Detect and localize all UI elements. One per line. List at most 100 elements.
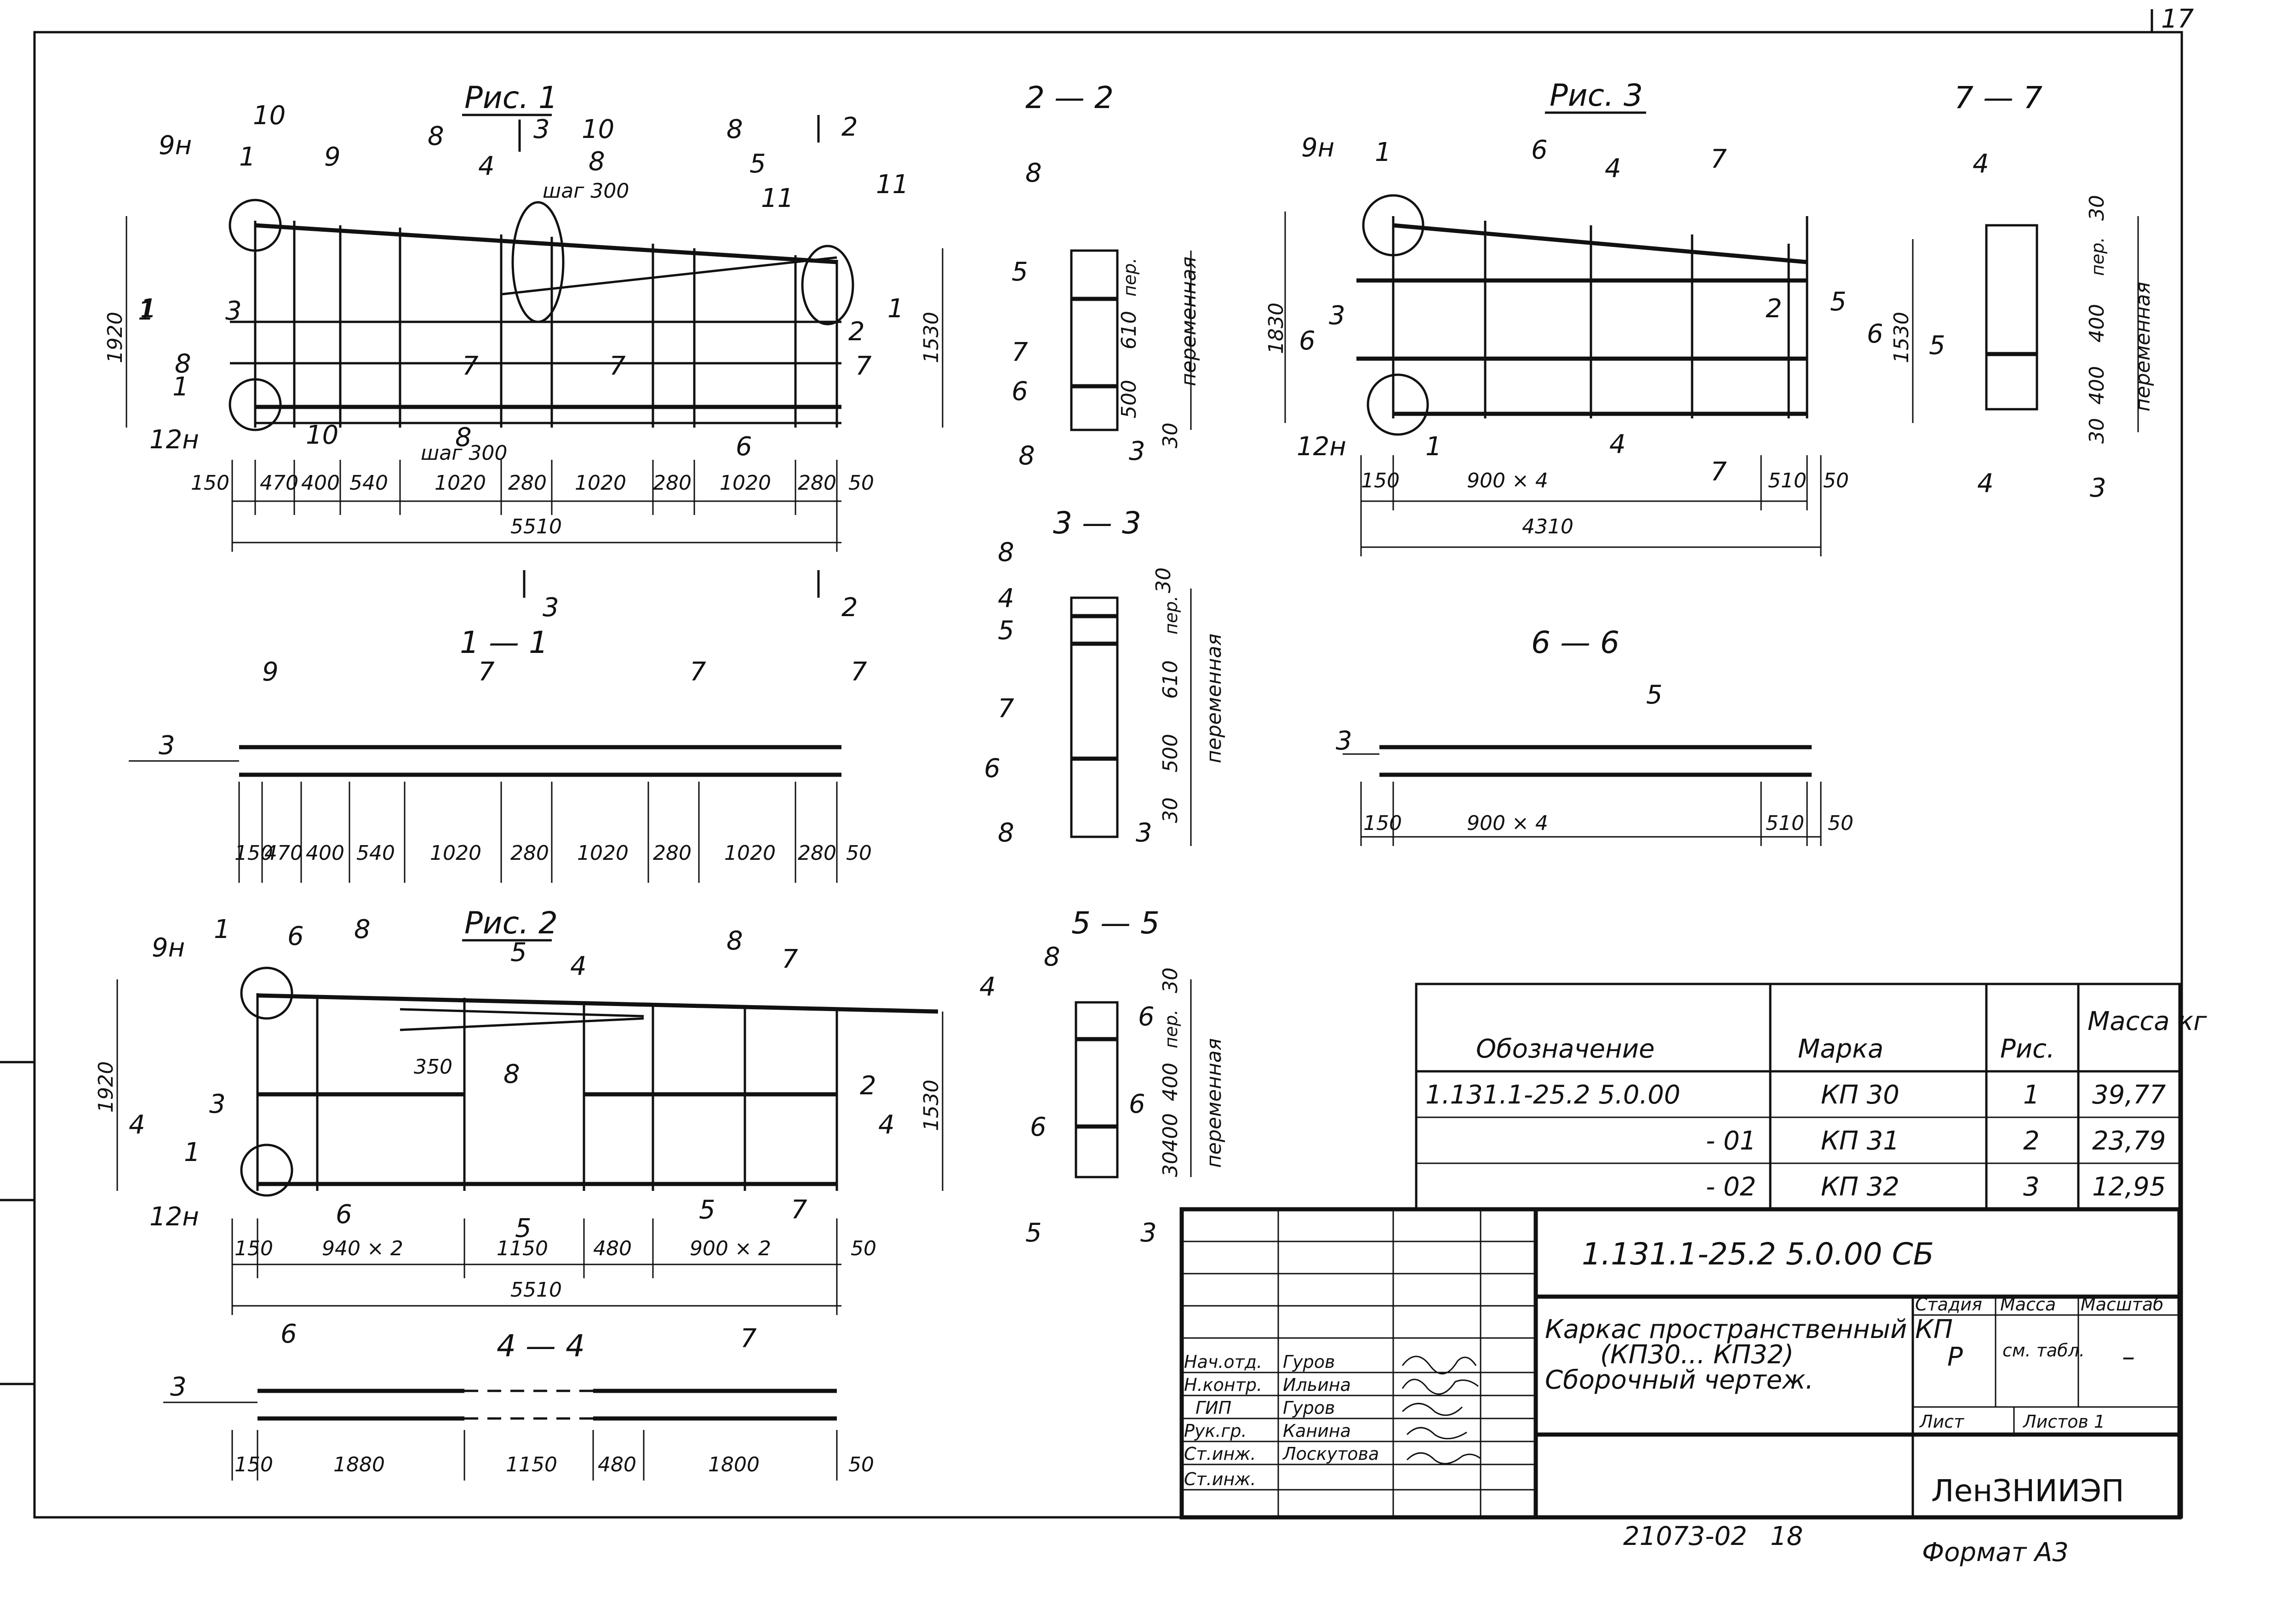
s22-label-7: 7 — [1012, 337, 1028, 367]
section-3-3: 3 — 3 8 4 5 7 6 8 3 30 пер. 610 500 30 п… — [984, 505, 1226, 848]
s77-label-5: 5 — [1929, 331, 1945, 360]
fig2-arrow-4-right: 4 — [878, 1110, 895, 1140]
fig3-label-4: 4 — [1605, 154, 1621, 183]
spec-table: Обозначение Марка Рис. Масса кг 1.131.1-… — [1415, 983, 2207, 1211]
s22-label-3: 3 — [1129, 436, 1145, 466]
fig1-dim-2: 400 — [301, 471, 340, 495]
fig1-label-1: 1 — [239, 142, 256, 172]
figure-3: Рис. 3 1830 1530 150 900 × 4 510 50 4310… — [1264, 78, 1914, 556]
fig2-height-left: 1920 — [94, 1061, 118, 1113]
fig3-dim-2: 510 — [1768, 469, 1807, 492]
sheet-number: 17 — [2161, 4, 2194, 34]
s11-title: 1 — 1 — [460, 625, 548, 660]
fig3-label-6-right: 6 — [1867, 319, 1883, 349]
fig1-dim-7: 280 — [653, 471, 692, 495]
fig1-label-step2: шаг 300 — [421, 441, 507, 465]
fig3-label-9n: 9н — [1301, 133, 1334, 163]
fig1-dim-3: 540 — [349, 471, 388, 495]
s33-dim-500: 500 — [1159, 734, 1182, 772]
fig3-label-5: 5 — [1830, 287, 1847, 317]
fig2-height-right: 1530 — [920, 1080, 943, 1131]
fig1-dim-6: 1020 — [575, 471, 626, 495]
s77-dim-400b: 400 — [2085, 366, 2109, 405]
s33-label-3: 3 — [1136, 818, 1152, 848]
fig2-label-6: 6 — [287, 921, 304, 951]
spec-row-2-mark: КП 32 — [1821, 1172, 1899, 1202]
s22-label-5: 5 — [1012, 257, 1028, 287]
s77-label-4a: 4 — [1973, 149, 1989, 179]
fig2-label-7b: 7 — [791, 1195, 807, 1225]
spec-header-fig: Рис. — [2000, 1034, 2055, 1064]
fig1-label-9: 9 — [324, 142, 341, 172]
s22-dim-30: 30 — [1159, 423, 1182, 448]
mass-value: см. табл. — [2002, 1340, 2085, 1361]
figure-2: Рис. 2 1920 1530 150 940 × 2 1150 480 — [94, 905, 944, 1315]
s33-dim-per: пер. — [1161, 596, 1181, 635]
s33-label-7: 7 — [998, 694, 1014, 724]
fig1-label-5: 5 — [749, 149, 766, 179]
fig1-dim-8: 1020 — [720, 471, 771, 495]
spec-row-0-fig: 1 — [2023, 1080, 2040, 1110]
s55-dim-30b: 30 — [1159, 1151, 1182, 1177]
fig3-dim-1: 900 × 4 — [1467, 469, 1548, 492]
s33-label-8a: 8 — [998, 538, 1014, 567]
staff-name-4: Лоскутова — [1282, 1444, 1379, 1464]
staff-name-0: Гуров — [1283, 1352, 1335, 1372]
fig3-label-6-left: 6 — [1299, 326, 1316, 356]
staff-role-5: Ст.инж. — [1184, 1469, 1256, 1489]
s66-label-5: 5 — [1646, 680, 1663, 710]
fig1-label-8a: 8 — [428, 121, 444, 151]
sheet-label: Лист — [1919, 1412, 1965, 1432]
s77-dim-per: пер. — [2088, 237, 2108, 276]
fig1-label-2: 2 — [848, 317, 865, 347]
fig1-label-11b: 11 — [876, 170, 909, 200]
fig1-label-9n: 9н — [159, 131, 192, 160]
s66-dim-2: 510 — [1766, 812, 1804, 835]
fig1-label-step: шаг 300 — [543, 179, 629, 203]
description-line-3: Сборочный чертеж. — [1545, 1365, 1813, 1395]
s77-label-4b: 4 — [1977, 469, 1994, 498]
fig2-label-1b: 1 — [184, 1138, 200, 1167]
s55-dim-per: пер. — [1161, 1010, 1181, 1048]
s33-title: 3 — 3 — [1053, 505, 1141, 541]
fig1-dim-1: 470 — [260, 471, 298, 495]
fig3-label-7-top: 7 — [1710, 144, 1727, 174]
s55-label-5: 5 — [1025, 1218, 1042, 1248]
fig1-label-1c: 1 — [172, 372, 189, 402]
spec-row-1-mass: 23,79 — [2092, 1126, 2166, 1156]
fig1-arrow-3-bottom: 3 — [543, 593, 559, 623]
spec-row-0-designation: 1.131.1-25.2 5.0.00 — [1425, 1080, 1681, 1110]
s77-note: переменная — [2131, 282, 2155, 412]
staff-name-2: Гуров — [1283, 1398, 1335, 1418]
fig1-label-7c: 7 — [855, 351, 872, 381]
fig2-label-2: 2 — [860, 1071, 876, 1101]
s22-label-8b: 8 — [1018, 441, 1035, 471]
spec-row-1-fig: 2 — [2023, 1126, 2040, 1156]
s55-label-8: 8 — [1044, 942, 1060, 972]
stage-label: Стадия — [1915, 1294, 1982, 1315]
s33-dim-30b: 30 — [1159, 797, 1182, 823]
section-5-5: 5 — 5 4 8 6 6 6 5 3 30 пер. 400 400 30 п… — [979, 905, 1226, 1248]
description-line-2: (КП30... КП32) — [1600, 1340, 1794, 1370]
fig3-label-7-bottom: 7 — [1710, 457, 1727, 487]
s33-note: переменная — [1202, 634, 1226, 763]
fig1-dim-4: 1020 — [435, 471, 486, 495]
s33-dim-610: 610 — [1159, 660, 1182, 699]
section-6-6: 6 — 6 5 3 150 900 × 4 510 50 — [1336, 625, 1853, 846]
fig1-label-10b: 10 — [582, 114, 614, 144]
spec-row-2-mass: 12,95 — [2092, 1172, 2166, 1202]
s22-label-6: 6 — [1012, 377, 1028, 406]
fig1-dim-9: 280 — [798, 471, 836, 495]
staff-role-4: Ст.инж. — [1184, 1444, 1256, 1464]
fig1-label-8e: 8 — [455, 423, 472, 452]
fig1-dim-10: 50 — [848, 471, 874, 495]
s55-label-6c: 6 — [1030, 1112, 1047, 1142]
s11-dim-9: 280 — [798, 841, 836, 865]
fig2-dim-5: 50 — [851, 1237, 876, 1260]
s55-title: 5 — 5 — [1071, 905, 1160, 941]
s44-label-3: 3 — [170, 1372, 187, 1402]
fig1-label-4: 4 — [478, 151, 495, 181]
s11-dim-5: 280 — [510, 841, 549, 865]
staff-role-1: Н.контр. — [1184, 1375, 1262, 1395]
s33-dim-30a: 30 — [1152, 567, 1175, 593]
